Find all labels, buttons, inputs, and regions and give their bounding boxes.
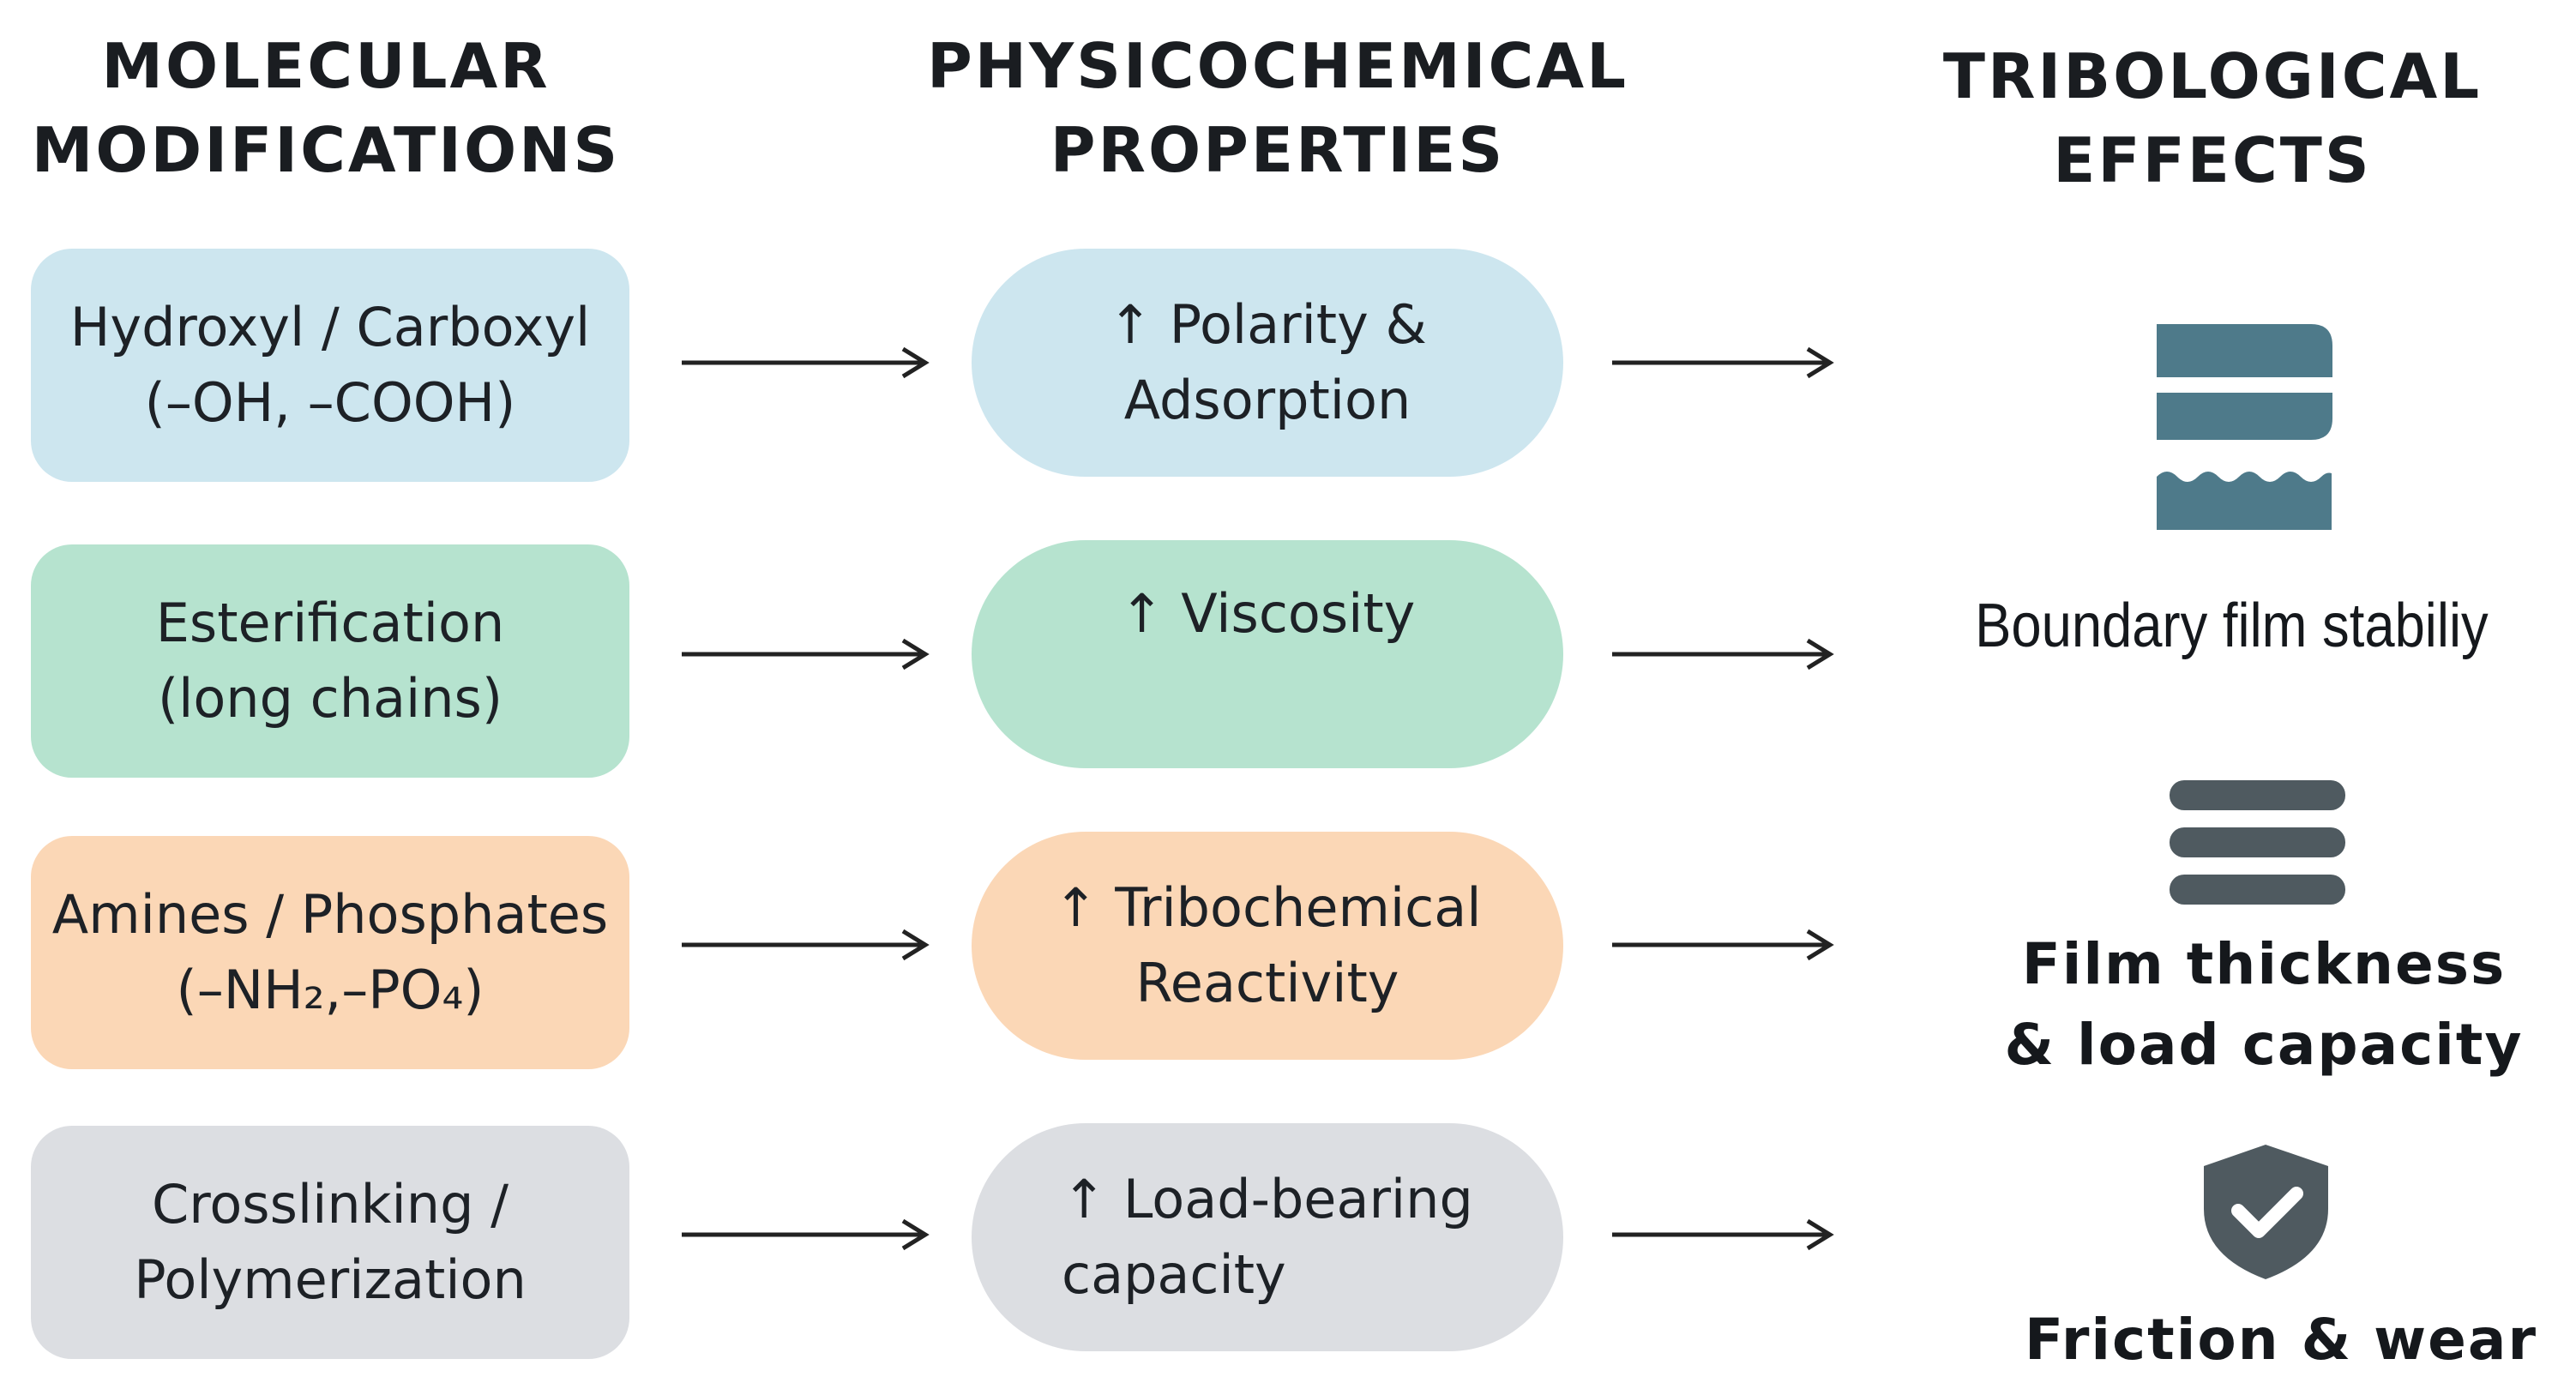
modification-box-amines-phosphates: Amines / Phosphates (–NH₂,–PO₄) bbox=[31, 836, 629, 1069]
box-line: Crosslinking / bbox=[151, 1173, 509, 1236]
box-line: ↑ Viscosity bbox=[1119, 582, 1416, 645]
modification-box-hydroxyl-carboxyl: Hydroxyl / Carboxyl (–OH, –COOH) bbox=[31, 249, 629, 482]
header-molecular-modifications: MOLECULAR MODIFICATIONS bbox=[17, 24, 635, 192]
arrow-right-icon bbox=[682, 637, 930, 671]
layers-icon bbox=[2170, 780, 2345, 908]
arrow-right-icon bbox=[1612, 346, 1835, 380]
effect-label-film-thickness: Film thickness & load capacity bbox=[1972, 924, 2555, 1085]
surface-film-icon bbox=[2148, 324, 2345, 533]
box-line: Adsorption bbox=[1123, 369, 1411, 431]
effect-label-boundary-film: Boundary film stabiliy bbox=[1964, 583, 2573, 669]
box-line: Reactivity bbox=[1135, 952, 1399, 1014]
box-line: ↑ Polarity & bbox=[1108, 293, 1427, 356]
box-line: capacity bbox=[1062, 1243, 1286, 1306]
box-line: Amines / Phosphates bbox=[51, 883, 609, 946]
arrow-right-icon bbox=[1612, 1218, 1835, 1252]
header-line: PHYSICOCHEMICAL bbox=[926, 30, 1628, 102]
effect-line: Boundary film stabiliy bbox=[1975, 592, 2489, 660]
effect-line: Friction & wear bbox=[2025, 1307, 2537, 1373]
box-line: (long chains) bbox=[157, 667, 503, 730]
effect-line: & load capacity bbox=[2004, 1012, 2524, 1078]
box-line: Polymerization bbox=[134, 1248, 527, 1311]
property-box-load-bearing-capacity: ↑ Load-bearing capacity bbox=[972, 1123, 1563, 1351]
box-line: Hydroxyl / Carboxyl bbox=[69, 296, 591, 358]
box-line: (–NH₂,–PO₄) bbox=[176, 959, 485, 1021]
box-line: ↑ Load-bearing bbox=[1062, 1168, 1473, 1230]
property-box-tribochemical-reactivity: ↑ Tribochemical Reactivity bbox=[972, 832, 1563, 1060]
effect-line: Film thickness bbox=[2021, 931, 2507, 997]
header-tribological-effects: TRIBOLOGICAL EFFECTS bbox=[1869, 34, 2555, 202]
header-physicochemical-properties: PHYSICOCHEMICAL PROPERTIES bbox=[926, 24, 1629, 192]
header-line: MODIFICATIONS bbox=[31, 114, 621, 186]
property-box-viscosity: ↑ Viscosity bbox=[972, 540, 1563, 768]
arrow-right-icon bbox=[1612, 928, 1835, 962]
header-line: TRIBOLOGICAL bbox=[1942, 40, 2483, 112]
effect-label-friction-wear: Friction & wear bbox=[1998, 1300, 2564, 1380]
box-line: ↑ Tribochemical bbox=[1053, 876, 1482, 939]
arrow-right-icon bbox=[1612, 637, 1835, 671]
box-line: Esterification bbox=[155, 592, 505, 654]
modification-box-crosslinking-polymerization: Crosslinking / Polymerization bbox=[31, 1126, 629, 1359]
arrow-right-icon bbox=[682, 346, 930, 380]
shield-check-icon bbox=[2195, 1140, 2337, 1285]
arrow-right-icon bbox=[682, 1218, 930, 1252]
modification-box-esterification: Esterification (long chains) bbox=[31, 544, 629, 778]
arrow-right-icon bbox=[682, 928, 930, 962]
header-line: EFFECTS bbox=[2053, 124, 2372, 196]
header-line: MOLECULAR bbox=[101, 30, 551, 102]
header-line: PROPERTIES bbox=[1050, 114, 1506, 186]
property-box-polarity-adsorption: ↑ Polarity & Adsorption bbox=[972, 249, 1563, 477]
box-line: (–OH, –COOH) bbox=[144, 371, 516, 434]
